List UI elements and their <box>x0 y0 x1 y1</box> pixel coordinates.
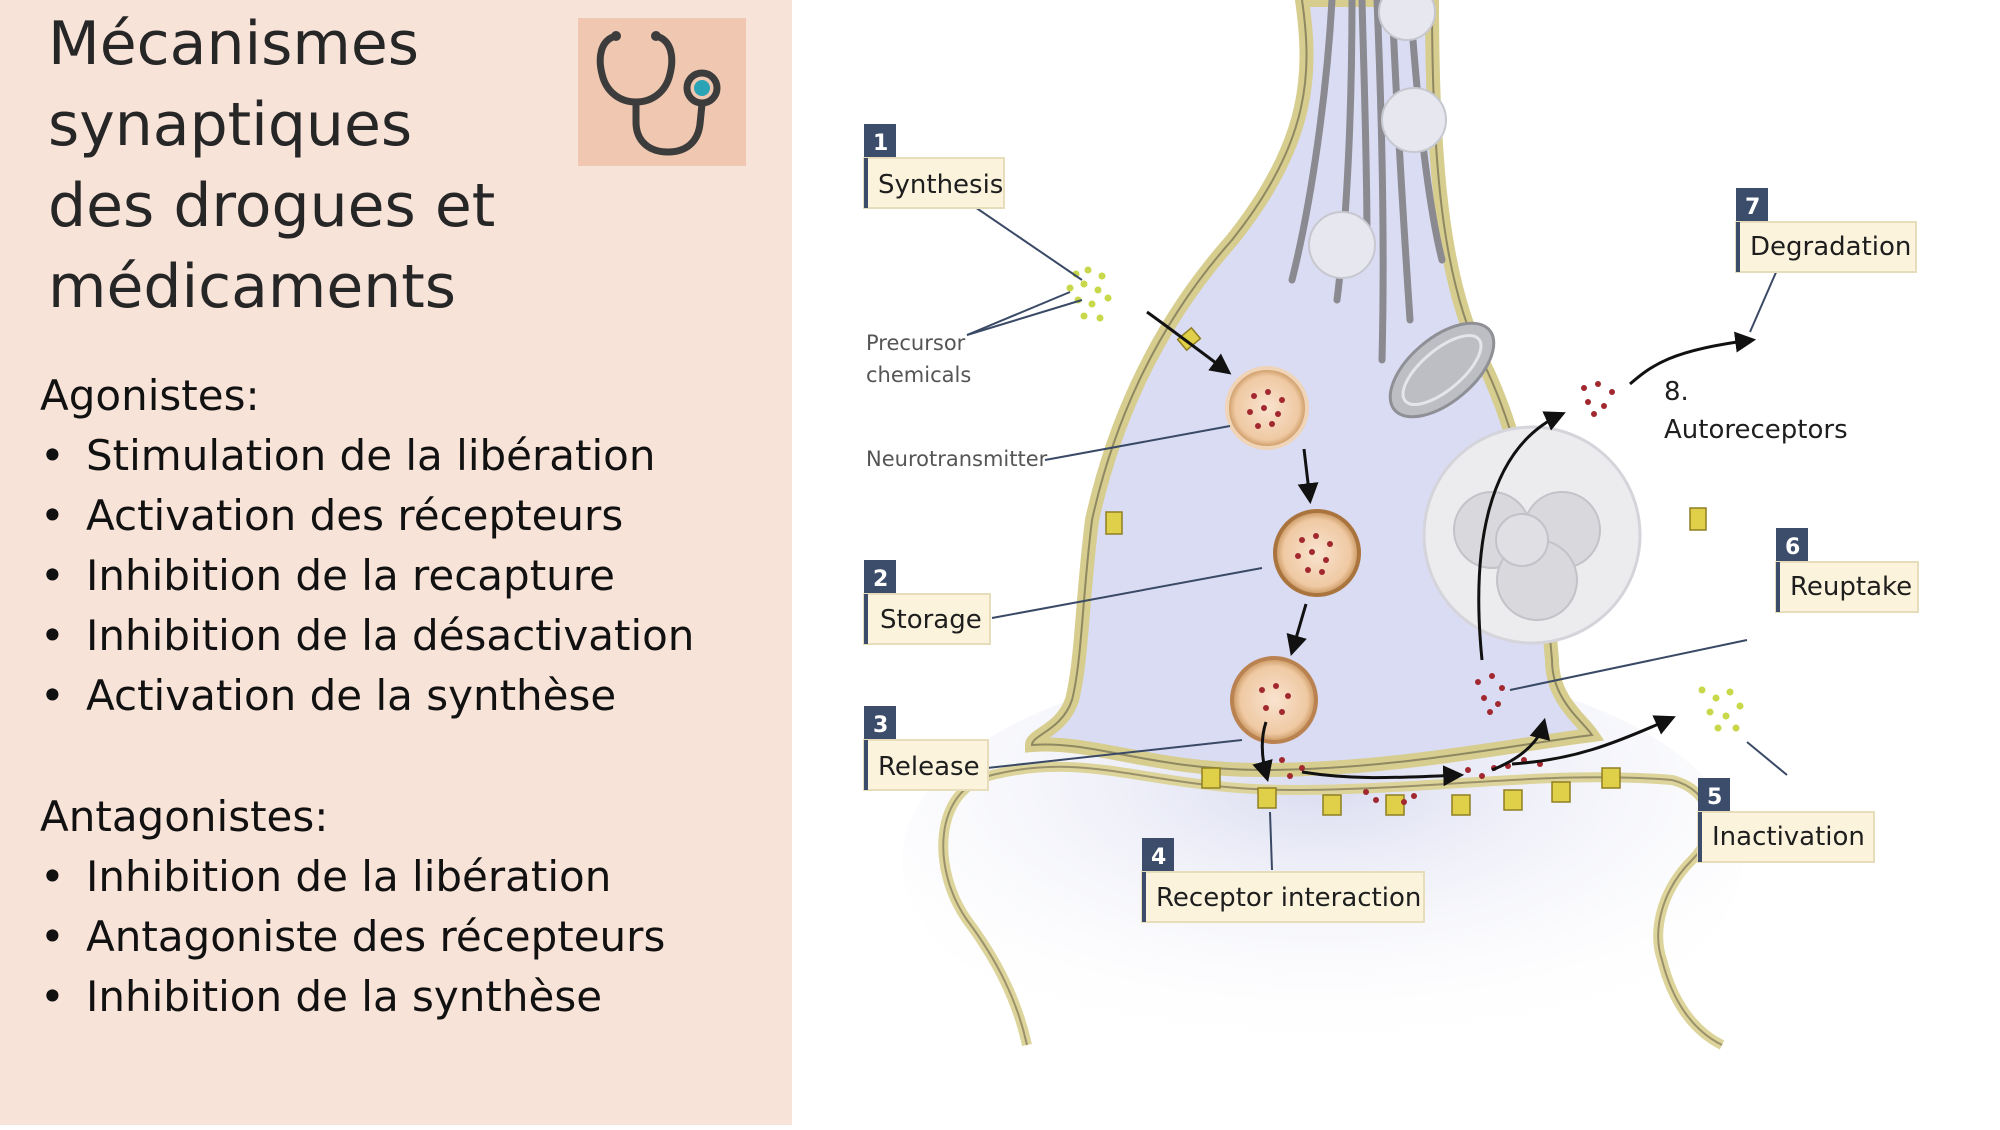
autoreceptors-number: 8. <box>1664 377 1689 407</box>
presynaptic-outline <box>1030 0 1594 772</box>
bullet: • <box>40 671 65 720</box>
bullet: • <box>40 611 65 660</box>
slide-title: Mécanismes synaptiques des drogues et mé… <box>48 4 568 328</box>
agonists-list: • Stimulation de la libération • Activatio… <box>40 426 694 726</box>
title-line-4: médicaments <box>48 252 457 322</box>
list-item: • Activation des récepteurs <box>40 486 694 546</box>
bullet: • <box>40 972 65 1021</box>
bullet: • <box>40 852 65 901</box>
list-item: • Stimulation de la libération <box>40 426 694 486</box>
list-item-text: Antagoniste des récepteurs <box>86 912 666 961</box>
degradation-number: 7 <box>1745 195 1760 220</box>
stethoscope-icon-tile <box>578 18 746 166</box>
antagonists-section: Antagonistes: • Inhibition de la libérati… <box>40 787 665 1027</box>
list-item-text: Activation des récepteurs <box>86 491 624 540</box>
synapse-diagram: 1 Synthesis Precursor chemicals Neurotra… <box>792 0 2000 1125</box>
mitochondrion <box>1388 321 1496 419</box>
inactivation-label: Inactivation <box>1712 822 1865 852</box>
left-panel: Mécanismes synaptiques des drogues et mé… <box>0 0 792 1125</box>
label-inactivation: 5 Inactivation <box>1697 778 1875 863</box>
list-item: • Inhibition de la synthèse <box>40 967 665 1027</box>
bullet: • <box>40 431 65 480</box>
list-item: • Inhibition de la désactivation <box>40 606 694 666</box>
list-item-text: Inhibition de la libération <box>86 852 612 901</box>
label-synthesis: 1 Synthesis <box>863 124 1005 209</box>
storage-number: 2 <box>873 567 888 592</box>
receptor-interaction-label: Receptor interaction <box>1156 883 1421 913</box>
antagonists-heading: Antagonistes: <box>40 792 329 841</box>
stethoscope-icon <box>596 31 721 156</box>
list-item-text: Stimulation de la libération <box>86 431 656 480</box>
reuptake-label: Reuptake <box>1790 572 1912 602</box>
pointer-lines <box>966 204 1788 871</box>
storage-label: Storage <box>880 605 982 635</box>
storage-granule <box>1422 425 1642 645</box>
receptor-interaction-number: 4 <box>1151 845 1166 870</box>
process-arrows <box>1146 310 1757 787</box>
release-number: 3 <box>873 713 888 738</box>
degradation-label: Degradation <box>1750 232 1911 262</box>
title-line-1: Mécanismes <box>48 9 420 79</box>
bullet: • <box>40 491 65 540</box>
label-storage: 2 Storage <box>863 560 991 645</box>
list-item: • Antagoniste des récepteurs <box>40 907 665 967</box>
bullet: • <box>40 551 65 600</box>
synaptic-cleft-shading <box>902 660 1742 1060</box>
label-receptor-interaction: 4 Receptor interaction <box>1141 838 1425 923</box>
reuptake-number: 6 <box>1785 535 1800 560</box>
label-degradation: 7 Degradation <box>1735 188 1917 273</box>
agonists-section: Agonistes: • Stimulation de la libération… <box>40 366 694 726</box>
neurotransmitter-dots <box>1247 381 1615 805</box>
list-item-text: Activation de la synthèse <box>86 671 617 720</box>
neurotransmitter-label: Neurotransmitter <box>866 447 1048 471</box>
label-autoreceptors: 8. Autoreceptors <box>1664 377 1848 445</box>
precursor-dots <box>1066 266 1744 732</box>
synthesis-number: 1 <box>873 131 888 156</box>
postsynaptic-outline <box>942 765 1723 1046</box>
presynaptic-terminal <box>1024 0 1605 778</box>
bullet: • <box>40 912 65 961</box>
list-item-text: Inhibition de la recapture <box>86 551 615 600</box>
agonists-heading: Agonistes: <box>40 371 260 420</box>
label-reuptake: 6 Reuptake <box>1775 528 1919 613</box>
release-label: Release <box>878 752 980 782</box>
autoreceptors-label: Autoreceptors <box>1664 415 1848 445</box>
vesicle-outlines <box>1308 0 1447 279</box>
list-item-text: Inhibition de la désactivation <box>86 611 695 660</box>
list-item: • Inhibition de la libération <box>40 847 665 907</box>
inactivation-number: 5 <box>1707 785 1722 810</box>
precursor-label-line-1: Precursor <box>866 331 966 355</box>
list-item: • Activation de la synthèse <box>40 666 694 726</box>
synapse-illustration: 1 Synthesis Precursor chemicals Neurotra… <box>863 0 1919 1060</box>
antagonists-list: • Inhibition de la libération • Antagonist… <box>40 847 665 1027</box>
list-item: • Inhibition de la recapture <box>40 546 694 606</box>
synthesis-label: Synthesis <box>878 170 1003 200</box>
title-line-3: des drogues et <box>48 171 496 241</box>
label-release: 3 Release <box>863 706 989 791</box>
title-line-2: synaptiques <box>48 90 413 160</box>
list-item-text: Inhibition de la synthèse <box>86 972 603 1021</box>
precursor-label-line-2: chemicals <box>866 363 971 387</box>
transporters <box>1105 326 1707 816</box>
